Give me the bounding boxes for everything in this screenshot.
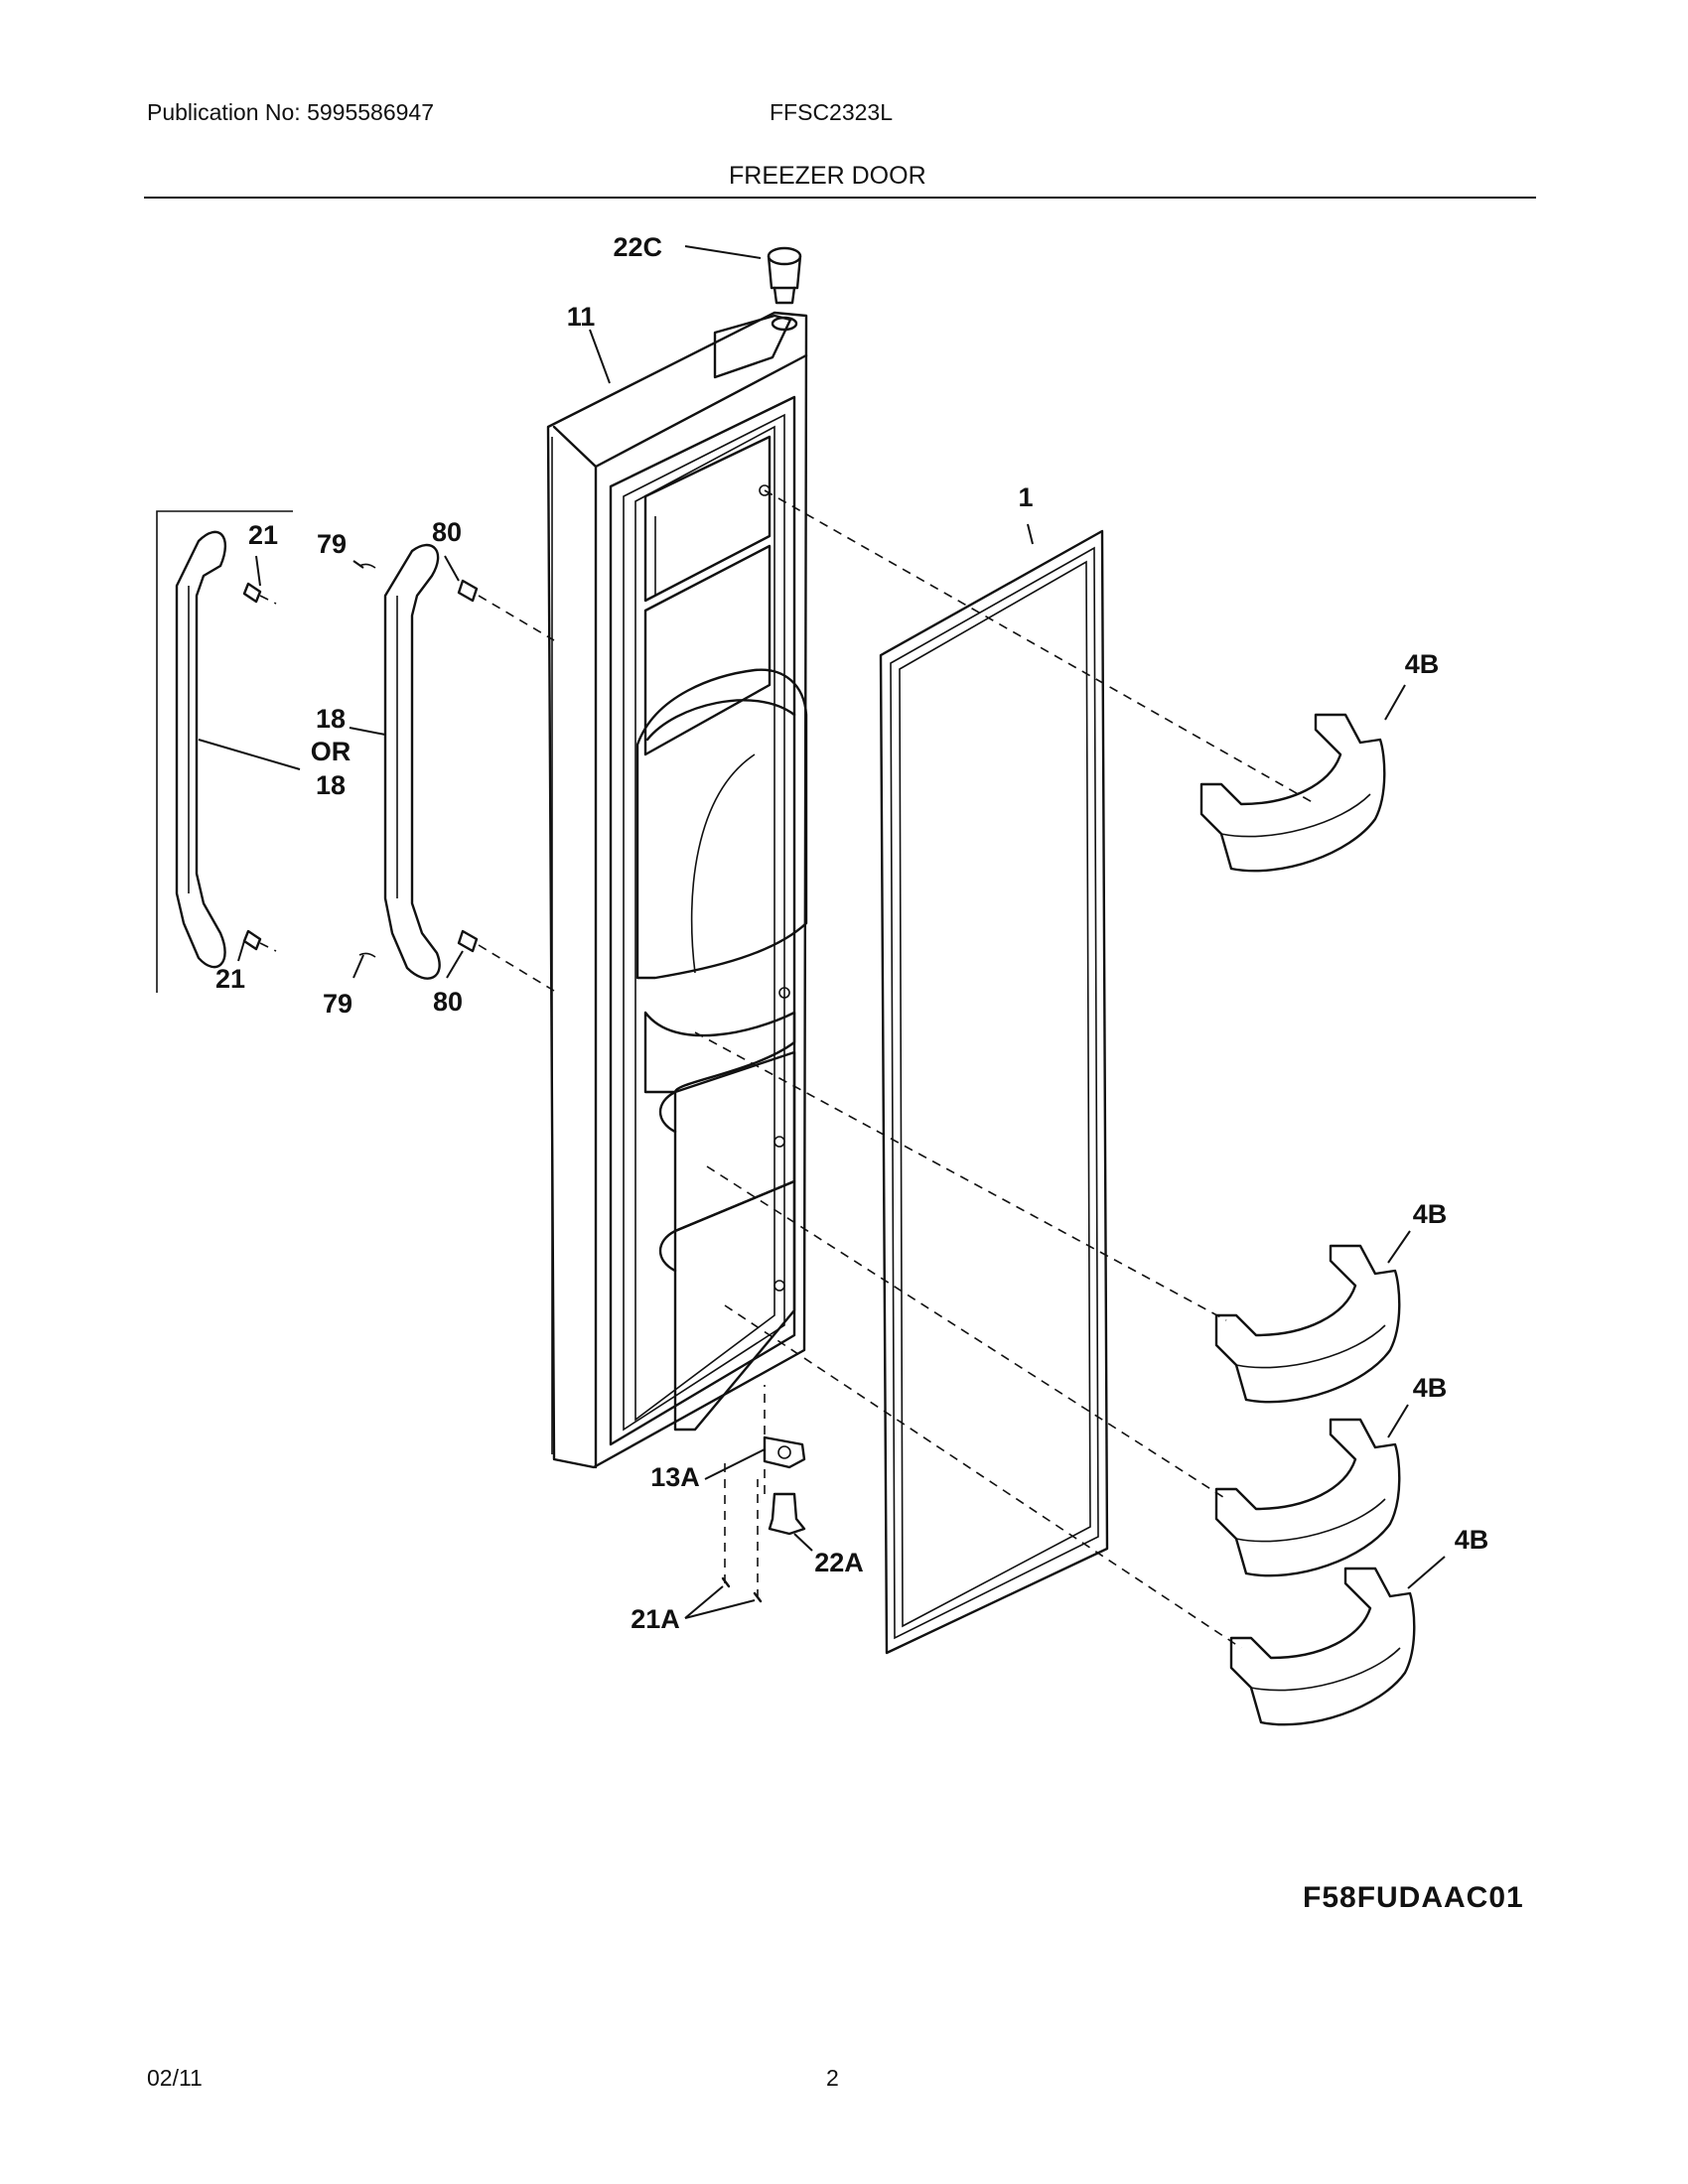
- callout-18-or: OR: [311, 737, 352, 766]
- top-hinge-pin: [767, 246, 802, 305]
- page-number: 2: [826, 2065, 839, 2091]
- callout-4B-4: 4B: [1455, 1525, 1489, 1555]
- callout-80-top: 80: [432, 517, 462, 547]
- callout-22C: 22C: [613, 232, 662, 262]
- callout-80-bottom: 80: [433, 987, 463, 1017]
- publication-number: Publication No: 5995586947: [147, 99, 435, 125]
- door-bin-1: [1199, 713, 1386, 873]
- callout-21A: 21A: [631, 1604, 680, 1634]
- assembly-guide-lines: [259, 489, 1317, 1649]
- footer-date: 02/11: [147, 2065, 203, 2091]
- door-bin-4: [1229, 1567, 1416, 1726]
- callout-18: 18: [316, 704, 346, 734]
- callout-4B-2: 4B: [1413, 1199, 1448, 1229]
- callout-22A: 22A: [814, 1548, 864, 1577]
- callout-18-alt: 18: [316, 770, 346, 800]
- fasteners: [242, 563, 806, 1603]
- callout-21-bottom: 21: [215, 964, 245, 994]
- door-bin-3: [1214, 1418, 1401, 1577]
- door-gasket: [879, 529, 1109, 1655]
- door-bin-2: [1214, 1244, 1401, 1404]
- callout-79-bottom: 79: [323, 989, 352, 1019]
- freezer-door-assembly: [546, 311, 808, 1469]
- door-handles: [156, 510, 441, 993]
- callout-21-top: 21: [248, 520, 278, 550]
- callout-1: 1: [1018, 482, 1033, 512]
- door-bins: [1199, 713, 1416, 1726]
- callout-79-top: 79: [317, 529, 347, 559]
- header-rule: [144, 197, 1536, 199]
- leader-lines: [198, 245, 1446, 1619]
- figure-code: F58FUDAAC01: [1303, 1881, 1524, 1914]
- section-title: FREEZER DOOR: [729, 162, 926, 190]
- callout-4B-1: 4B: [1405, 649, 1440, 679]
- callout-11: 11: [567, 302, 596, 332]
- callout-labels: 22C 11 1 21 79 80 18 OR 18 21 79 80 4B 4…: [215, 232, 1488, 1634]
- callout-13A: 13A: [650, 1462, 700, 1492]
- callout-4B-3: 4B: [1413, 1373, 1448, 1403]
- model-number: FFSC2323L: [770, 99, 894, 125]
